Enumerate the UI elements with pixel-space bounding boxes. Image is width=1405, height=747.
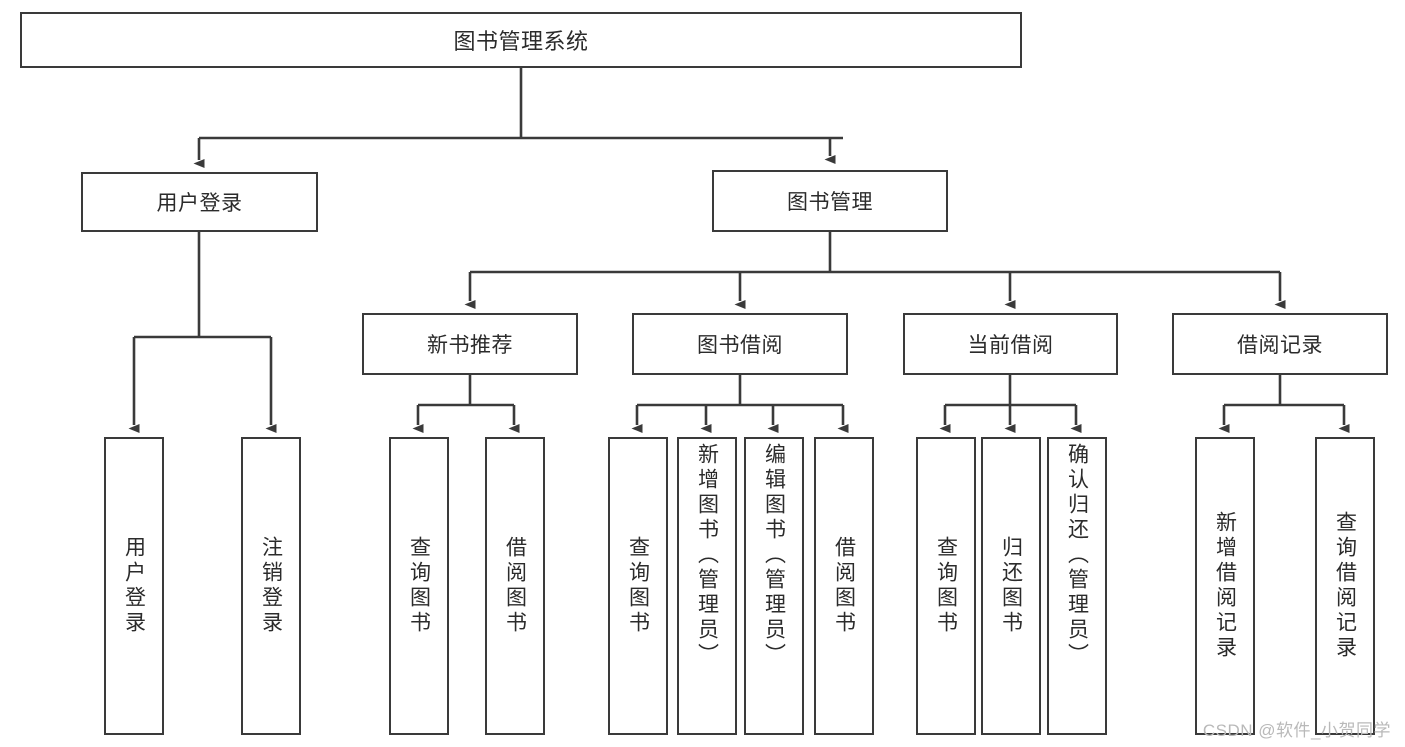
leaf-record-query[interactable]: 查询借阅记录 <box>1315 437 1375 735</box>
leaf-record-add[interactable]: 新增借阅记录 <box>1195 437 1255 735</box>
node-label: 借阅记录 <box>1237 334 1323 357</box>
node-label: 确认归还（管理员） <box>1065 443 1089 668</box>
node-label: 图书管理 <box>787 191 873 214</box>
node-label: 查询图书 <box>407 536 431 636</box>
leaf-borrow-add-book[interactable]: 新增图书（管理员） <box>677 437 737 735</box>
node-root-system[interactable]: 图书管理系统 <box>20 12 1022 68</box>
leaf-user-login-logout[interactable]: 注销登录 <box>241 437 301 735</box>
node-book-borrow[interactable]: 图书借阅 <box>632 313 848 375</box>
leaf-borrow-query-book[interactable]: 查询图书 <box>608 437 668 735</box>
leaf-new-book-borrow[interactable]: 借阅图书 <box>485 437 545 735</box>
node-label: 当前借阅 <box>967 334 1054 357</box>
node-label: 归还图书 <box>999 536 1023 636</box>
node-book-management[interactable]: 图书管理 <box>712 170 948 232</box>
leaf-current-return-book[interactable]: 归还图书 <box>981 437 1041 735</box>
node-new-book-recommend[interactable]: 新书推荐 <box>362 313 578 375</box>
node-borrow-record[interactable]: 借阅记录 <box>1172 313 1388 375</box>
node-user-login[interactable]: 用户登录 <box>81 172 318 232</box>
csdn-watermark: CSDN @软件_小贺同学 <box>1202 721 1391 740</box>
leaf-borrow-edit-book[interactable]: 编辑图书（管理员） <box>744 437 804 735</box>
node-label: 借阅图书 <box>503 536 527 636</box>
leaf-current-confirm-return[interactable]: 确认归还（管理员） <box>1047 437 1107 735</box>
node-label: 新增图书（管理员） <box>695 443 719 668</box>
node-label: 编辑图书（管理员） <box>762 443 786 668</box>
node-current-borrow[interactable]: 当前借阅 <box>903 313 1118 375</box>
node-label: 新增借阅记录 <box>1213 511 1237 661</box>
leaf-user-login-login[interactable]: 用户登录 <box>104 437 164 735</box>
node-label: 图书管理系统 <box>453 29 589 54</box>
node-label: 用户登录 <box>156 192 243 215</box>
node-label: 用户登录 <box>122 536 146 636</box>
node-label: 新书推荐 <box>427 334 513 357</box>
leaf-current-query-book[interactable]: 查询图书 <box>916 437 976 735</box>
leaf-new-book-query[interactable]: 查询图书 <box>389 437 449 735</box>
node-label: 查询借阅记录 <box>1333 511 1357 661</box>
leaf-borrow-borrow-book[interactable]: 借阅图书 <box>814 437 874 735</box>
node-label: 查询图书 <box>934 536 958 636</box>
node-label: 查询图书 <box>626 536 650 636</box>
node-label: 注销登录 <box>259 536 283 636</box>
node-label: 图书借阅 <box>697 334 783 357</box>
node-label: 借阅图书 <box>832 536 856 636</box>
